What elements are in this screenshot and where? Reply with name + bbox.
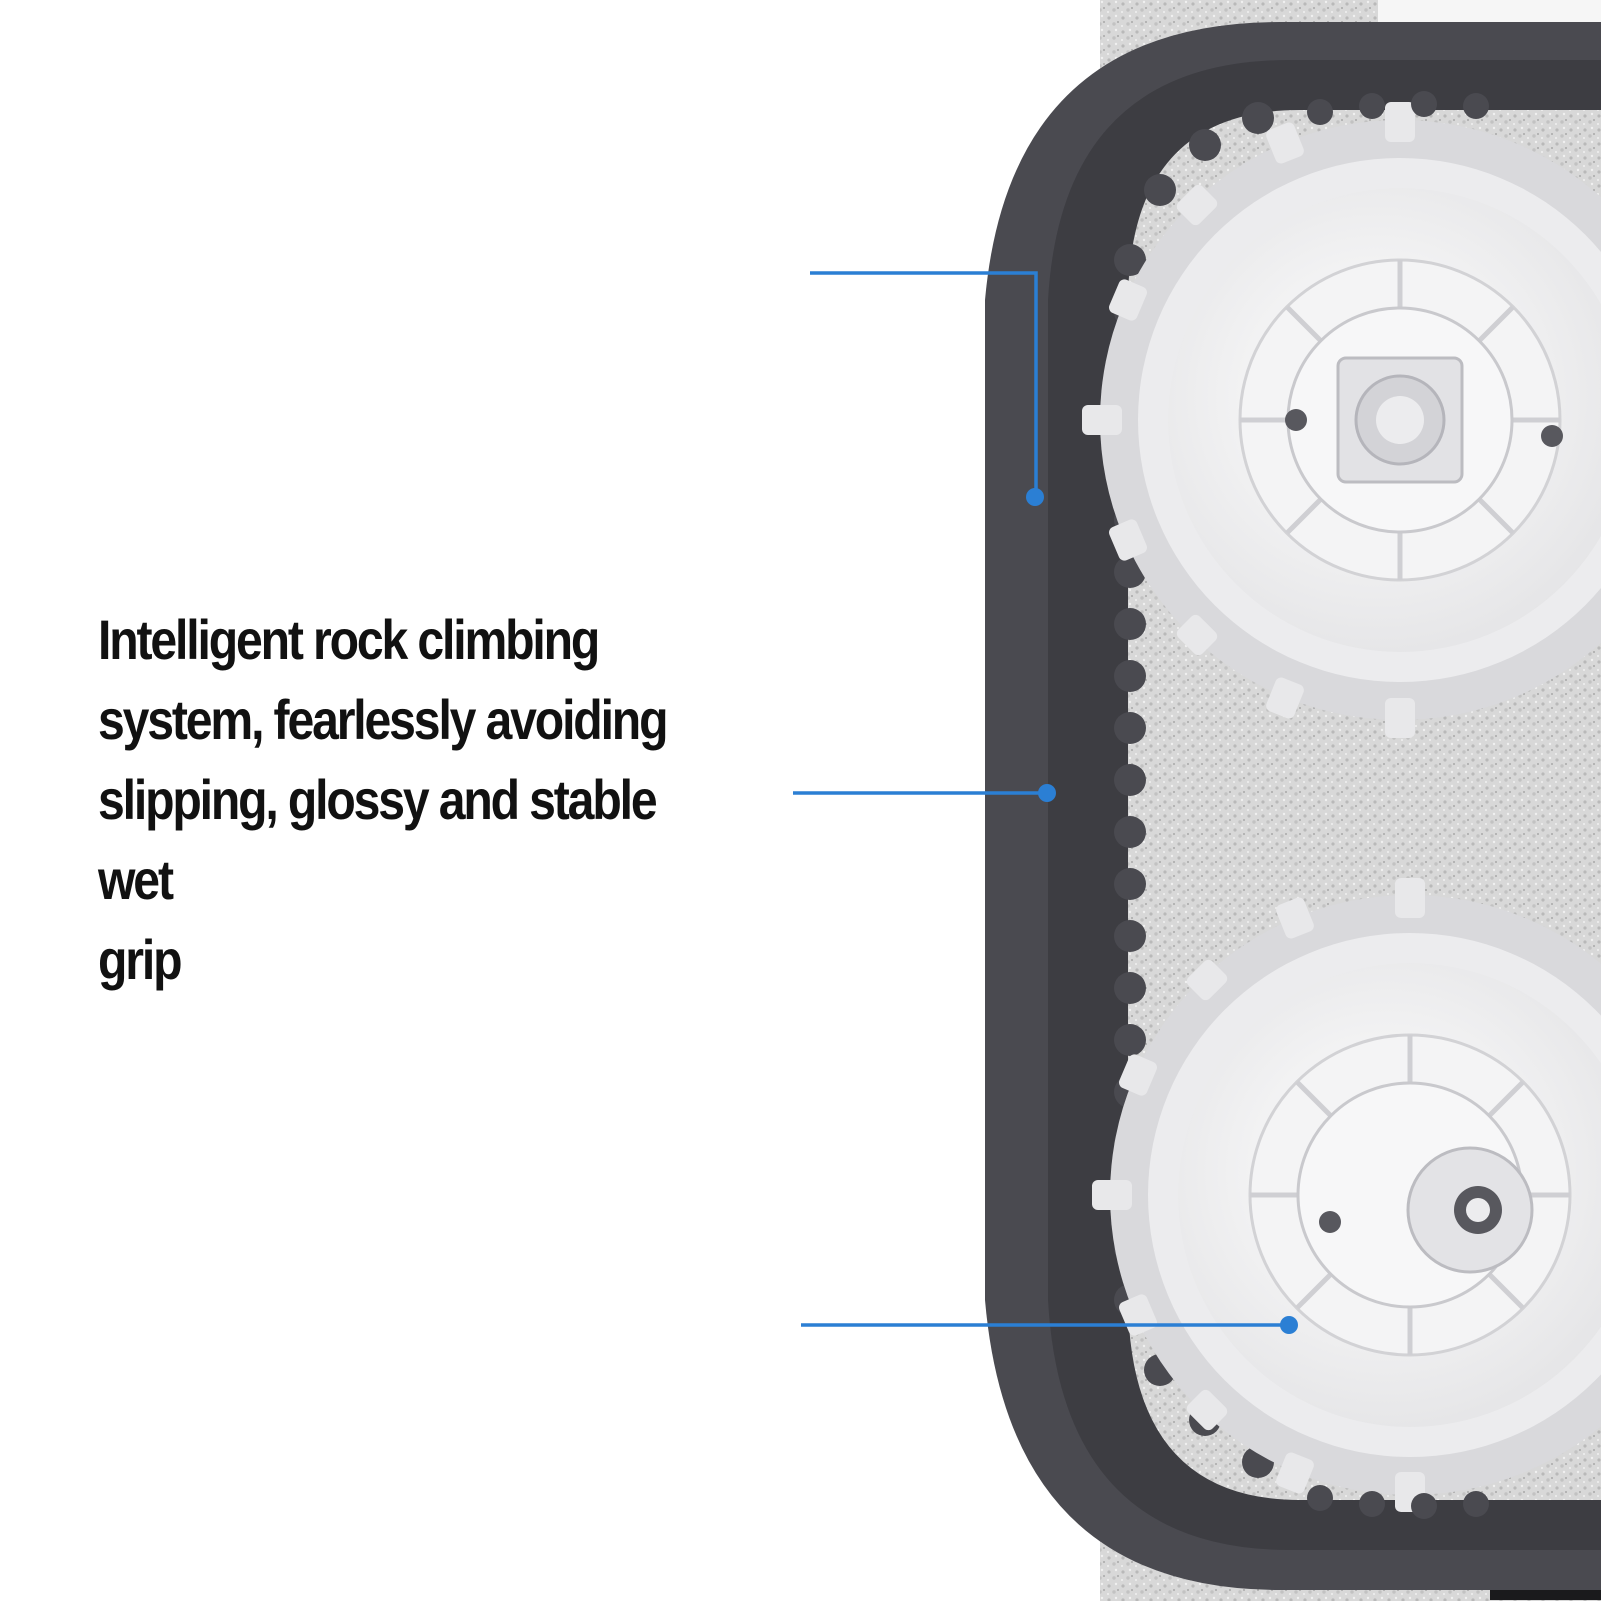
callout-lower-gear-dot [1280,1316,1298,1334]
callout-middle-track-dot [1038,784,1056,802]
upper-gear [1082,102,1601,738]
feature-headline: Intelligent rock climbing system, fearle… [98,608,668,991]
lower-gear [1092,878,1601,1512]
callout-upper-track [810,271,1038,497]
callout-upper-track-dot [1026,488,1044,506]
